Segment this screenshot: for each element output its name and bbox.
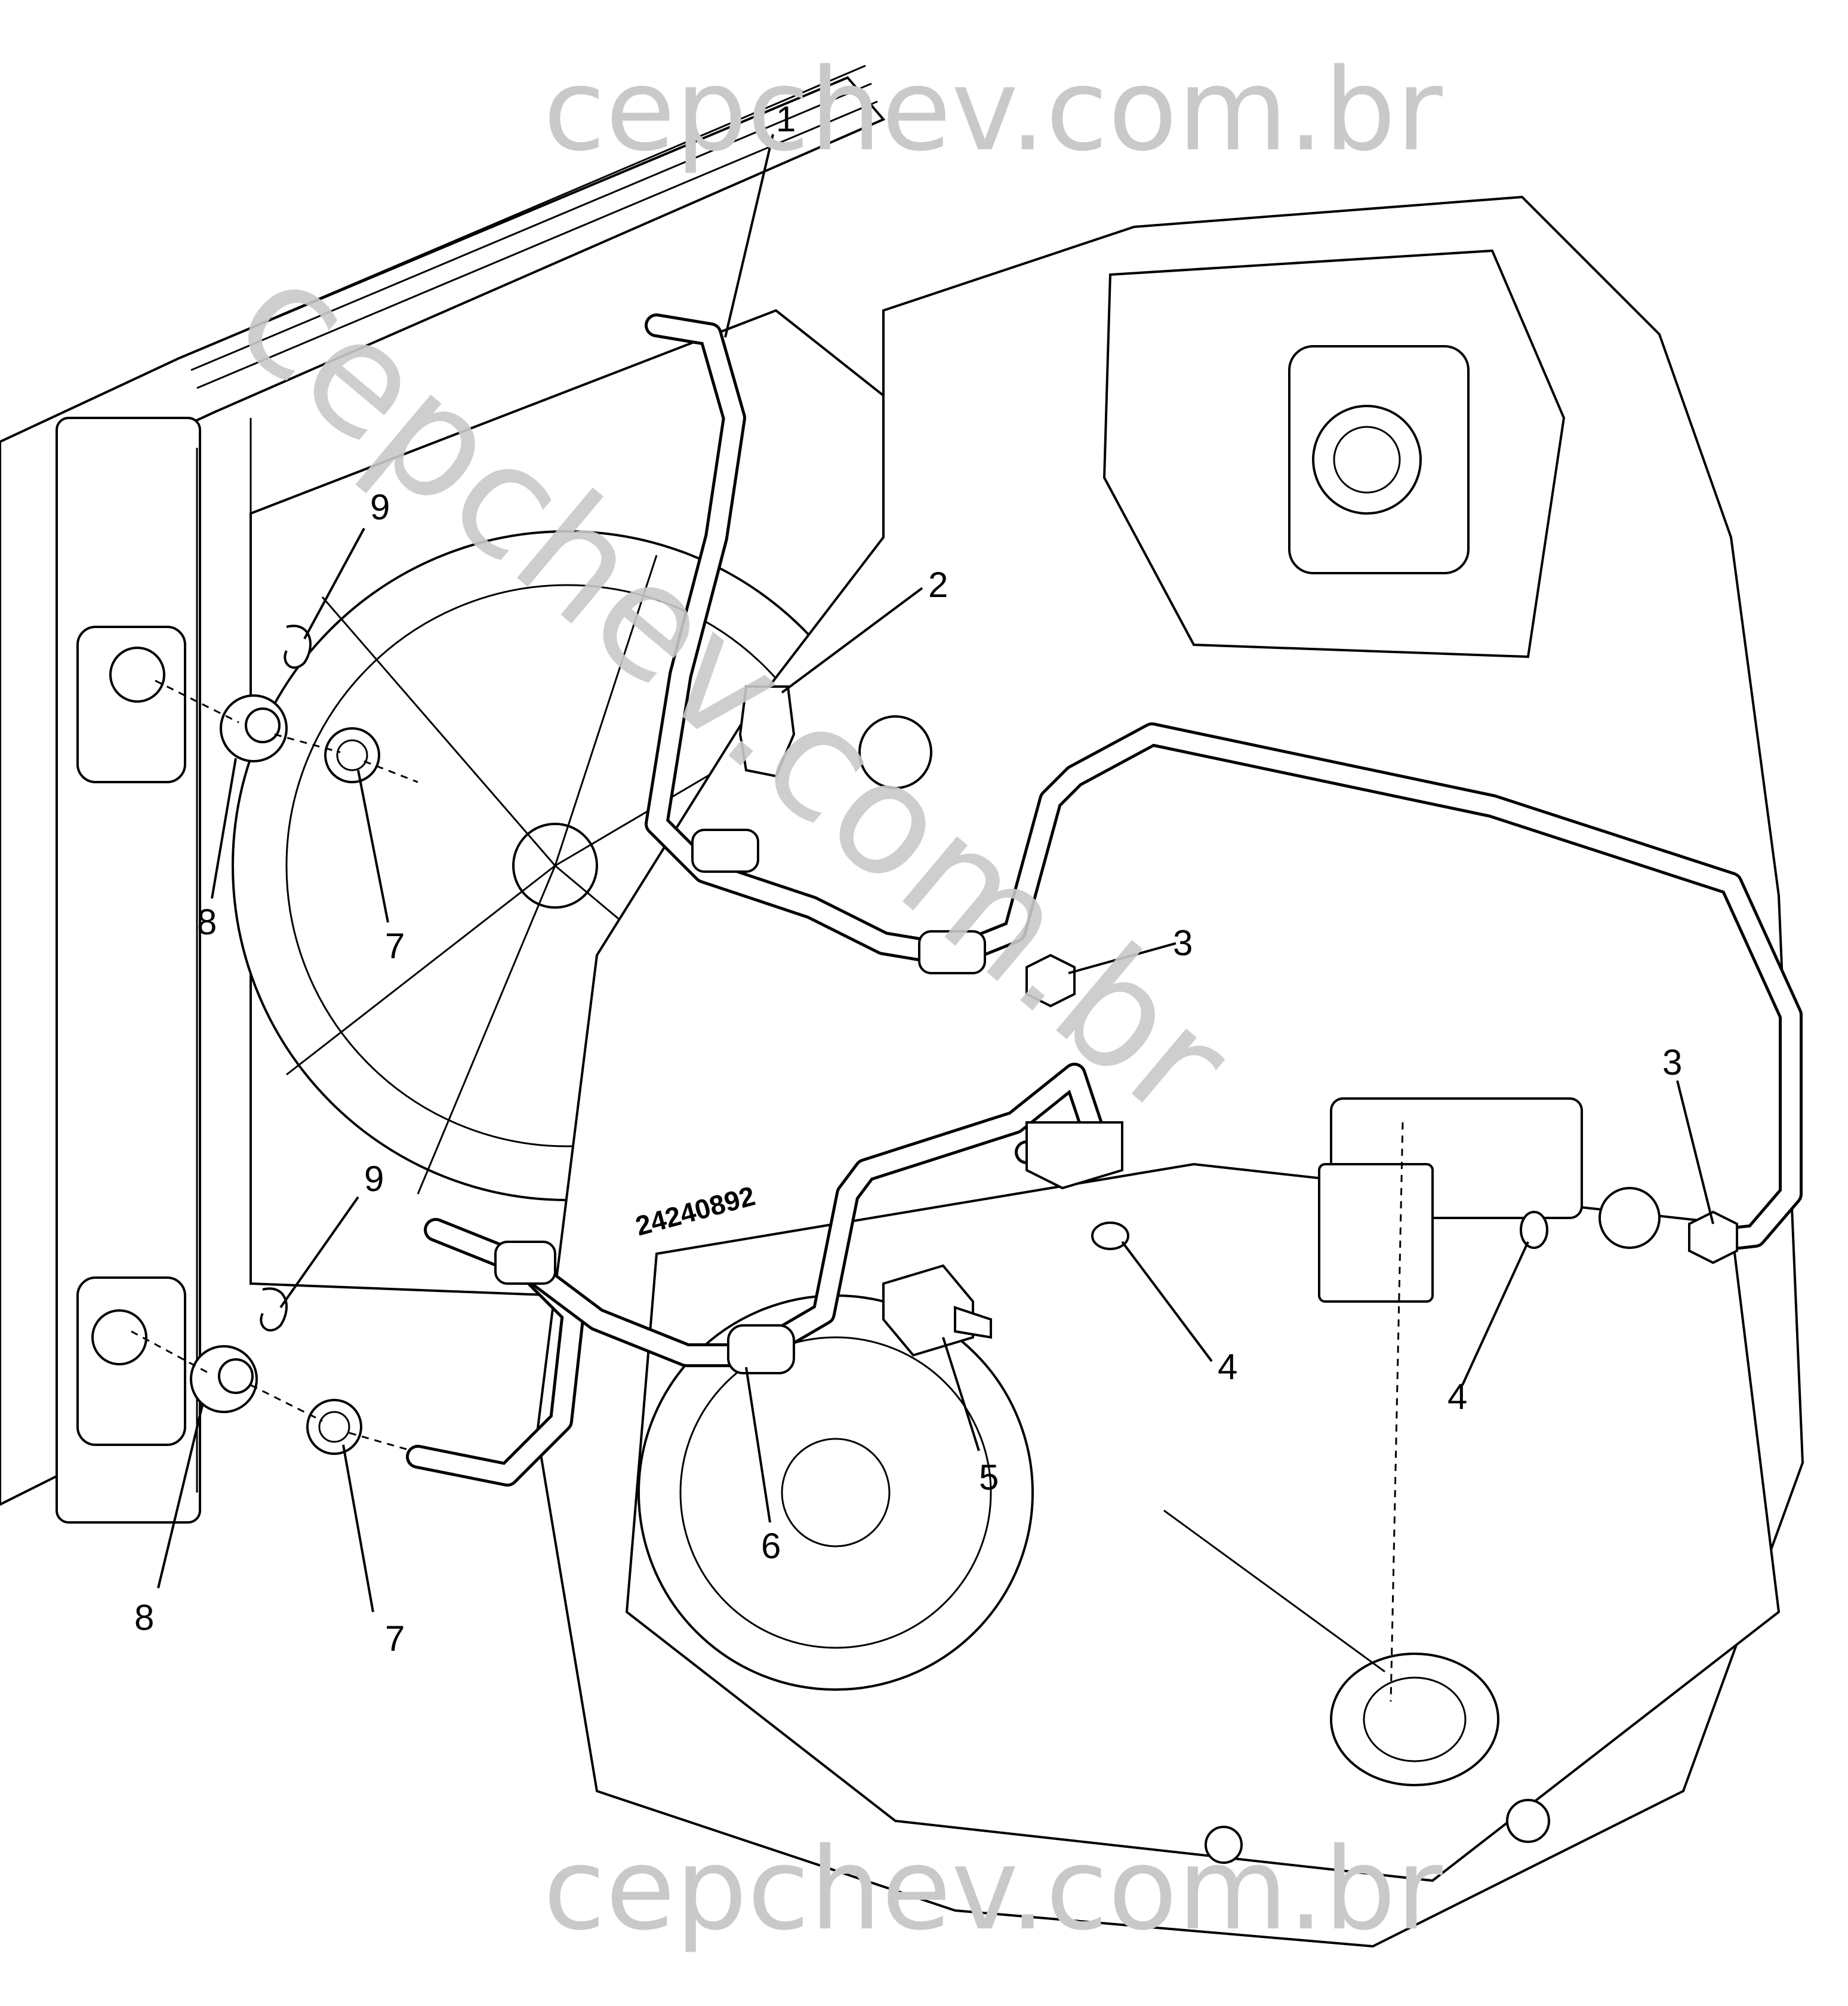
callout-4a: 4 — [1218, 1347, 1237, 1387]
callout-6: 6 — [761, 1526, 781, 1566]
fitting-nut-right — [1688, 1210, 1738, 1264]
callout-2: 2 — [928, 565, 948, 605]
line-retaining-bracket — [738, 685, 796, 778]
radiator-assembly — [0, 64, 886, 1524]
radiator-fittings-lower — [131, 1287, 412, 1455]
callout-labels: 1 2 3 3 4 4 5 6 7 7 8 8 9 9 — [134, 99, 1682, 1659]
callout-8b: 8 — [134, 1598, 154, 1638]
callout-5: 5 — [979, 1457, 999, 1497]
lower-transmission-cooler-line — [406, 1063, 1123, 1487]
callout-4b: 4 — [1447, 1377, 1467, 1417]
seal-right — [1520, 1211, 1548, 1249]
leader-lines — [157, 134, 1714, 1613]
callout-3b: 3 — [1662, 1042, 1682, 1082]
callout-9a: 9 — [370, 487, 390, 527]
callout-1: 1 — [776, 99, 796, 139]
watermark-top: cepchev.com.br — [543, 44, 1443, 176]
callout-7a: 7 — [385, 926, 405, 966]
callout-8a: 8 — [197, 902, 217, 942]
engine-transmission-block — [535, 195, 1804, 1948]
callout-9b: 9 — [364, 1159, 384, 1199]
callout-7b: 7 — [385, 1619, 405, 1659]
watermark-bottom: cepchev.com.br — [543, 1823, 1443, 1955]
fitting-nut-center — [1025, 953, 1076, 1008]
upper-transmission-cooler-line — [645, 313, 1803, 1254]
seal-center — [1091, 1222, 1129, 1250]
callout-3a: 3 — [1173, 923, 1193, 963]
radiator-fittings-upper — [155, 624, 418, 783]
electrical-connector — [882, 1264, 992, 1357]
